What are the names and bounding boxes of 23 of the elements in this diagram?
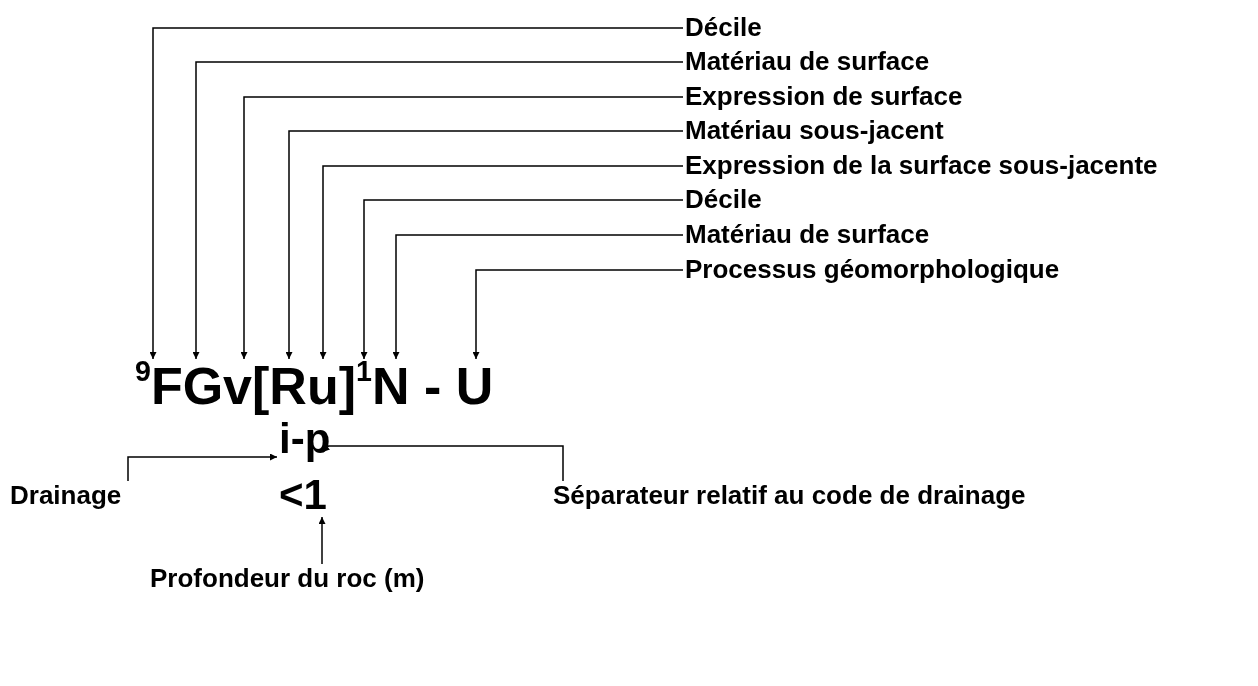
annotation-label: Expression de surface <box>685 82 963 112</box>
drainage-code: i-p <box>279 418 331 460</box>
leader-line <box>240 96 684 360</box>
annotation-label: Drainage <box>10 481 122 511</box>
leader-line <box>127 453 278 482</box>
annotation-label: Matériau de surface <box>685 47 930 77</box>
leader-line <box>149 27 684 360</box>
leader-line <box>285 130 684 360</box>
annotation-label: Décile <box>685 13 762 43</box>
annotation-label: Matériau sous-jacent <box>685 116 944 146</box>
leader-line <box>472 269 684 360</box>
annotation-label: Décile <box>685 185 762 215</box>
bedrock-depth-code: <1 <box>279 474 327 516</box>
annotation-label: Matériau de surface <box>685 220 930 250</box>
leader-line <box>318 516 326 565</box>
annotation-label: Processus géomorphologique <box>685 255 1060 285</box>
leader-line <box>319 165 684 360</box>
leader-line <box>360 199 684 360</box>
annotation-label: Séparateur relatif au code de drainage <box>553 481 1026 511</box>
leader-line <box>392 234 684 360</box>
annotation-label: Expression de la surface sous-jacente <box>685 151 1158 181</box>
leader-line <box>192 61 684 360</box>
annotation-label: Profondeur du roc (m) <box>150 564 425 594</box>
